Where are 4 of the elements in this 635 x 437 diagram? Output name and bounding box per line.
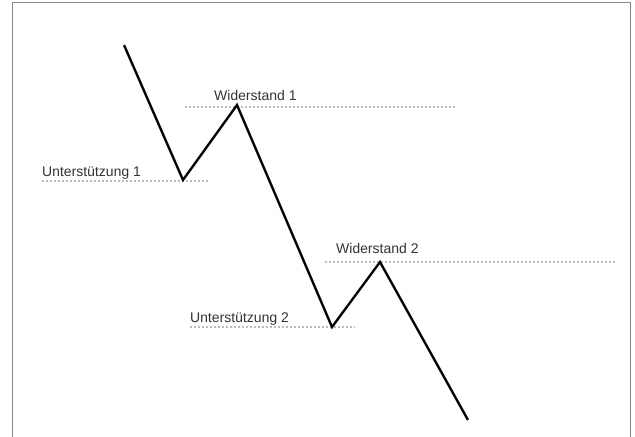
level-label: Widerstand 2 — [336, 240, 418, 256]
level-label: Unterstützung 2 — [190, 309, 289, 325]
level-label: Widerstand 1 — [214, 87, 296, 103]
level-label: Unterstützung 1 — [42, 163, 141, 179]
